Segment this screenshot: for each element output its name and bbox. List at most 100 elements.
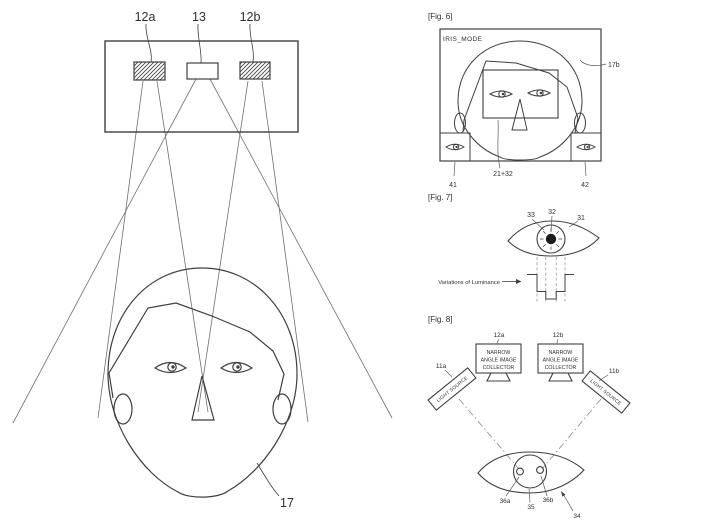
fig7-leaders <box>531 215 579 233</box>
label-17b: 17b <box>608 62 620 69</box>
left-collector-ray-inner <box>156 80 209 413</box>
light-source-b-box <box>581 370 631 414</box>
label-12a: 12a <box>135 10 156 24</box>
device-panel <box>104 40 299 133</box>
leader-42 <box>584 161 587 177</box>
iris-mode-text: IRIS_MODE <box>443 36 483 43</box>
right-ear <box>272 393 292 425</box>
collector-a-line2: ANGLE IMAGE <box>481 358 517 364</box>
leader-35 <box>528 488 531 503</box>
nose-outline <box>191 375 215 421</box>
label-33: 33 <box>527 212 535 219</box>
illumination-beams <box>458 398 602 470</box>
fig6-labels: 17b 41 21+32 42 <box>449 62 620 189</box>
label-11b: 11b <box>609 368 620 375</box>
fig6-left-eye <box>488 90 514 98</box>
component-leaders <box>145 23 254 64</box>
label-41: 41 <box>449 182 457 189</box>
left-eye-outline <box>153 361 188 374</box>
left-collector-ray-outer <box>97 80 144 419</box>
narrow-angle-collector-a: NARROW ANGLE IMAGE COLLECTOR <box>475 343 522 382</box>
right-eye-window <box>570 132 602 162</box>
right-window-pupil <box>583 143 591 151</box>
fig-device-face-diagram: 12a 13 12b 17 <box>12 10 393 510</box>
luminance-waveform <box>527 274 574 300</box>
fig7-labels: 33 32 31 <box>527 209 585 222</box>
leader-33 <box>531 218 545 231</box>
label-fig8-12b: 12b <box>553 332 564 339</box>
fig8-capture-setup: [Fig. 8] NARROW ANGLE IMAGE COLLECTOR NA… <box>427 315 631 520</box>
glint-a <box>516 467 524 476</box>
label-11a: 11a <box>436 363 447 370</box>
luminance-caption: Variations of Luminance <box>438 280 500 286</box>
collector-a-line1: NARROW <box>487 350 511 356</box>
fig8-caption: [Fig. 8] <box>428 315 452 324</box>
projection-rays <box>12 78 393 424</box>
label-21-32: 21+32 <box>493 171 513 178</box>
leader-32 <box>550 215 553 233</box>
left-ear <box>113 393 133 425</box>
light-source-a: LIGHT SOURCE <box>427 367 477 411</box>
head-outline <box>107 267 298 498</box>
label-13: 13 <box>192 10 206 24</box>
leader-13 <box>197 23 202 64</box>
label-36b: 36b <box>543 497 554 504</box>
leader-36a <box>505 476 520 497</box>
fig6-nose <box>511 98 528 131</box>
label-34: 34 <box>573 513 581 520</box>
left-eye-window <box>439 132 471 162</box>
collector-b-line1: NARROW <box>549 350 573 356</box>
leader-21-32 <box>497 119 501 169</box>
right-collector-ray-outer <box>261 80 309 423</box>
fig7-pupil <box>545 233 557 245</box>
fig6-left-pupil-dot <box>501 92 505 96</box>
fig7-eye-outline <box>507 220 600 257</box>
collector-b-stand <box>548 372 573 382</box>
label-12b: 12b <box>240 10 261 24</box>
right-eye-outline <box>219 361 254 374</box>
left-window-pupil-dot <box>455 145 458 149</box>
beam-a <box>458 398 520 470</box>
fig6-iris-mode-screen: [Fig. 6] IRIS_MODE <box>428 12 620 189</box>
right-eye-pupil-dot <box>236 365 240 369</box>
right-image-collector <box>239 61 271 80</box>
leader-17 <box>256 462 280 497</box>
label-31: 31 <box>577 215 585 222</box>
fig7-caption: [Fig. 7] <box>428 193 452 202</box>
leader-36b <box>540 475 548 497</box>
right-window-eye <box>576 143 596 151</box>
leader-41 <box>453 161 456 177</box>
collector-a-line3: COLLECTOR <box>483 365 515 371</box>
fig6-corner-windows <box>439 132 602 162</box>
leader-31 <box>568 220 579 228</box>
fig6-right-pupil <box>536 89 544 97</box>
collector-a-stand <box>486 372 511 382</box>
light-source-b: LIGHT SOURCE <box>581 370 631 414</box>
label-32: 32 <box>548 209 556 216</box>
fig8-iris <box>512 454 548 489</box>
fig8-labels: 12a 12b 11a 11b 36a 35 36b 34 <box>436 332 620 520</box>
left-image-collector <box>133 61 166 81</box>
user-face <box>107 267 298 498</box>
leader-11a <box>444 369 453 378</box>
narrow-angle-collector-b: NARROW ANGLE IMAGE COLLECTOR <box>537 343 584 382</box>
left-eye-pupil-dot <box>171 365 175 369</box>
fig6-right-eye <box>526 89 552 97</box>
collector-b-line3: COLLECTOR <box>545 365 577 371</box>
light-source-a-box <box>427 367 477 411</box>
fig6-caption: [Fig. 6] <box>428 12 452 21</box>
fig6-hairline <box>462 60 579 134</box>
leader-12b <box>249 23 254 63</box>
fig6-head-outline <box>457 40 583 161</box>
luminance-arrow-head <box>516 279 522 284</box>
fig8-eye-outline <box>477 451 585 494</box>
leader-34-arrow <box>562 493 574 512</box>
leader-11b <box>598 374 609 382</box>
leader-17b <box>579 59 607 66</box>
label-36a: 36a <box>500 498 511 505</box>
left-window-eye <box>445 143 465 151</box>
fig6-face <box>454 40 586 161</box>
camera-ray-right <box>209 78 393 419</box>
collector-b-line2: ANGLE IMAGE <box>543 358 579 364</box>
